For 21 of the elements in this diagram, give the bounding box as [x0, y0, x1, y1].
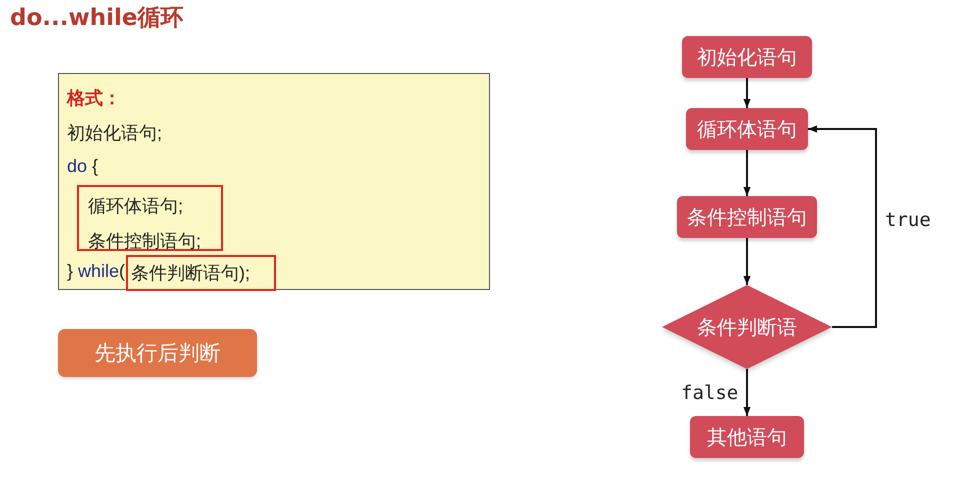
code-line: 初始化语句; [67, 122, 162, 145]
arrow [743, 238, 751, 285]
highlight-box: 条件判断语句); [126, 255, 276, 291]
arrow [743, 78, 751, 108]
code-line: } while( [67, 261, 126, 282]
arrow [808, 125, 877, 328]
title: do...while循环 [10, 4, 184, 33]
note-box: 先执行后判断 [58, 329, 257, 377]
process-box: 循环体语句 [686, 108, 808, 150]
code-line: do { [67, 156, 98, 177]
code-line: 循环体语句; [88, 195, 184, 218]
highlight-box [77, 185, 223, 251]
process-box: 条件控制语句 [677, 196, 817, 238]
code-panel [58, 73, 490, 290]
heading: 格式： [67, 87, 121, 110]
process-box: 其他语句 [690, 416, 804, 458]
decision-diamond: 条件判断语 [662, 285, 832, 369]
arrow [743, 369, 751, 416]
code-line: 条件控制语句; [88, 230, 202, 253]
process-box: 初始化语句 [682, 36, 812, 78]
arrow [743, 150, 751, 196]
